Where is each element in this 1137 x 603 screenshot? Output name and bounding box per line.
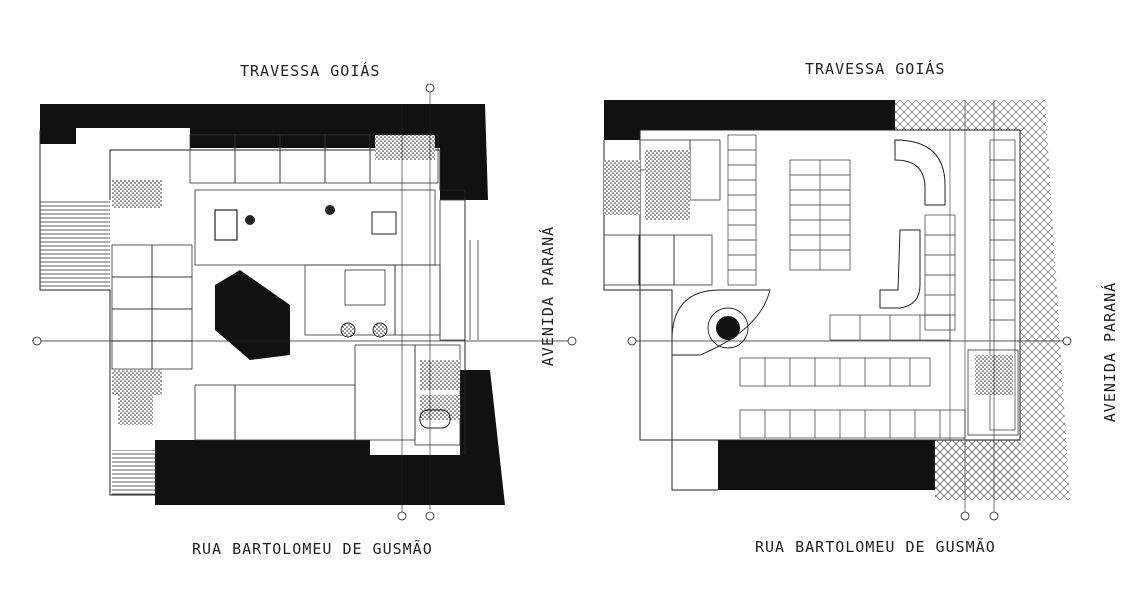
right-plan-entrance-curve (671, 289, 771, 356)
left-north-street-label: TRAVESSA GOIÁS (240, 62, 381, 80)
right-plan-bottom-mass (718, 440, 935, 490)
left-floor-plan (32, 92, 575, 512)
left-plan-top-mass (40, 104, 488, 200)
left-south-street-label: RUA BARTOLOMEU DE GUSMÃO (192, 540, 433, 558)
right-plan-top-mass (604, 100, 895, 140)
right-plan-curved-ramp-mid (879, 229, 921, 309)
right-plan-roundabout-inner (716, 316, 740, 340)
left-plan-top-left-block (40, 104, 76, 144)
right-plan-curved-ramp-top (894, 139, 946, 206)
left-grid-markers (32, 83, 577, 521)
left-plan-bottom-left-hatch (112, 450, 157, 495)
right-plan-hatched-lot (895, 100, 1070, 500)
left-plan-bottom-mass (155, 370, 505, 505)
right-south-street-label: RUA BARTOLOMEU DE GUSMÃO (755, 538, 996, 556)
left-plan-elevator (214, 209, 238, 241)
right-floor-plan (603, 100, 1070, 512)
left-plan-core (215, 270, 290, 360)
left-plan-outline (39, 130, 155, 496)
right-plan-roundabout-outer (707, 307, 749, 349)
right-grid-markers (627, 336, 1072, 521)
right-north-street-label: TRAVESSA GOIÁS (805, 60, 946, 78)
left-plan-ramp-hatch (40, 200, 110, 290)
